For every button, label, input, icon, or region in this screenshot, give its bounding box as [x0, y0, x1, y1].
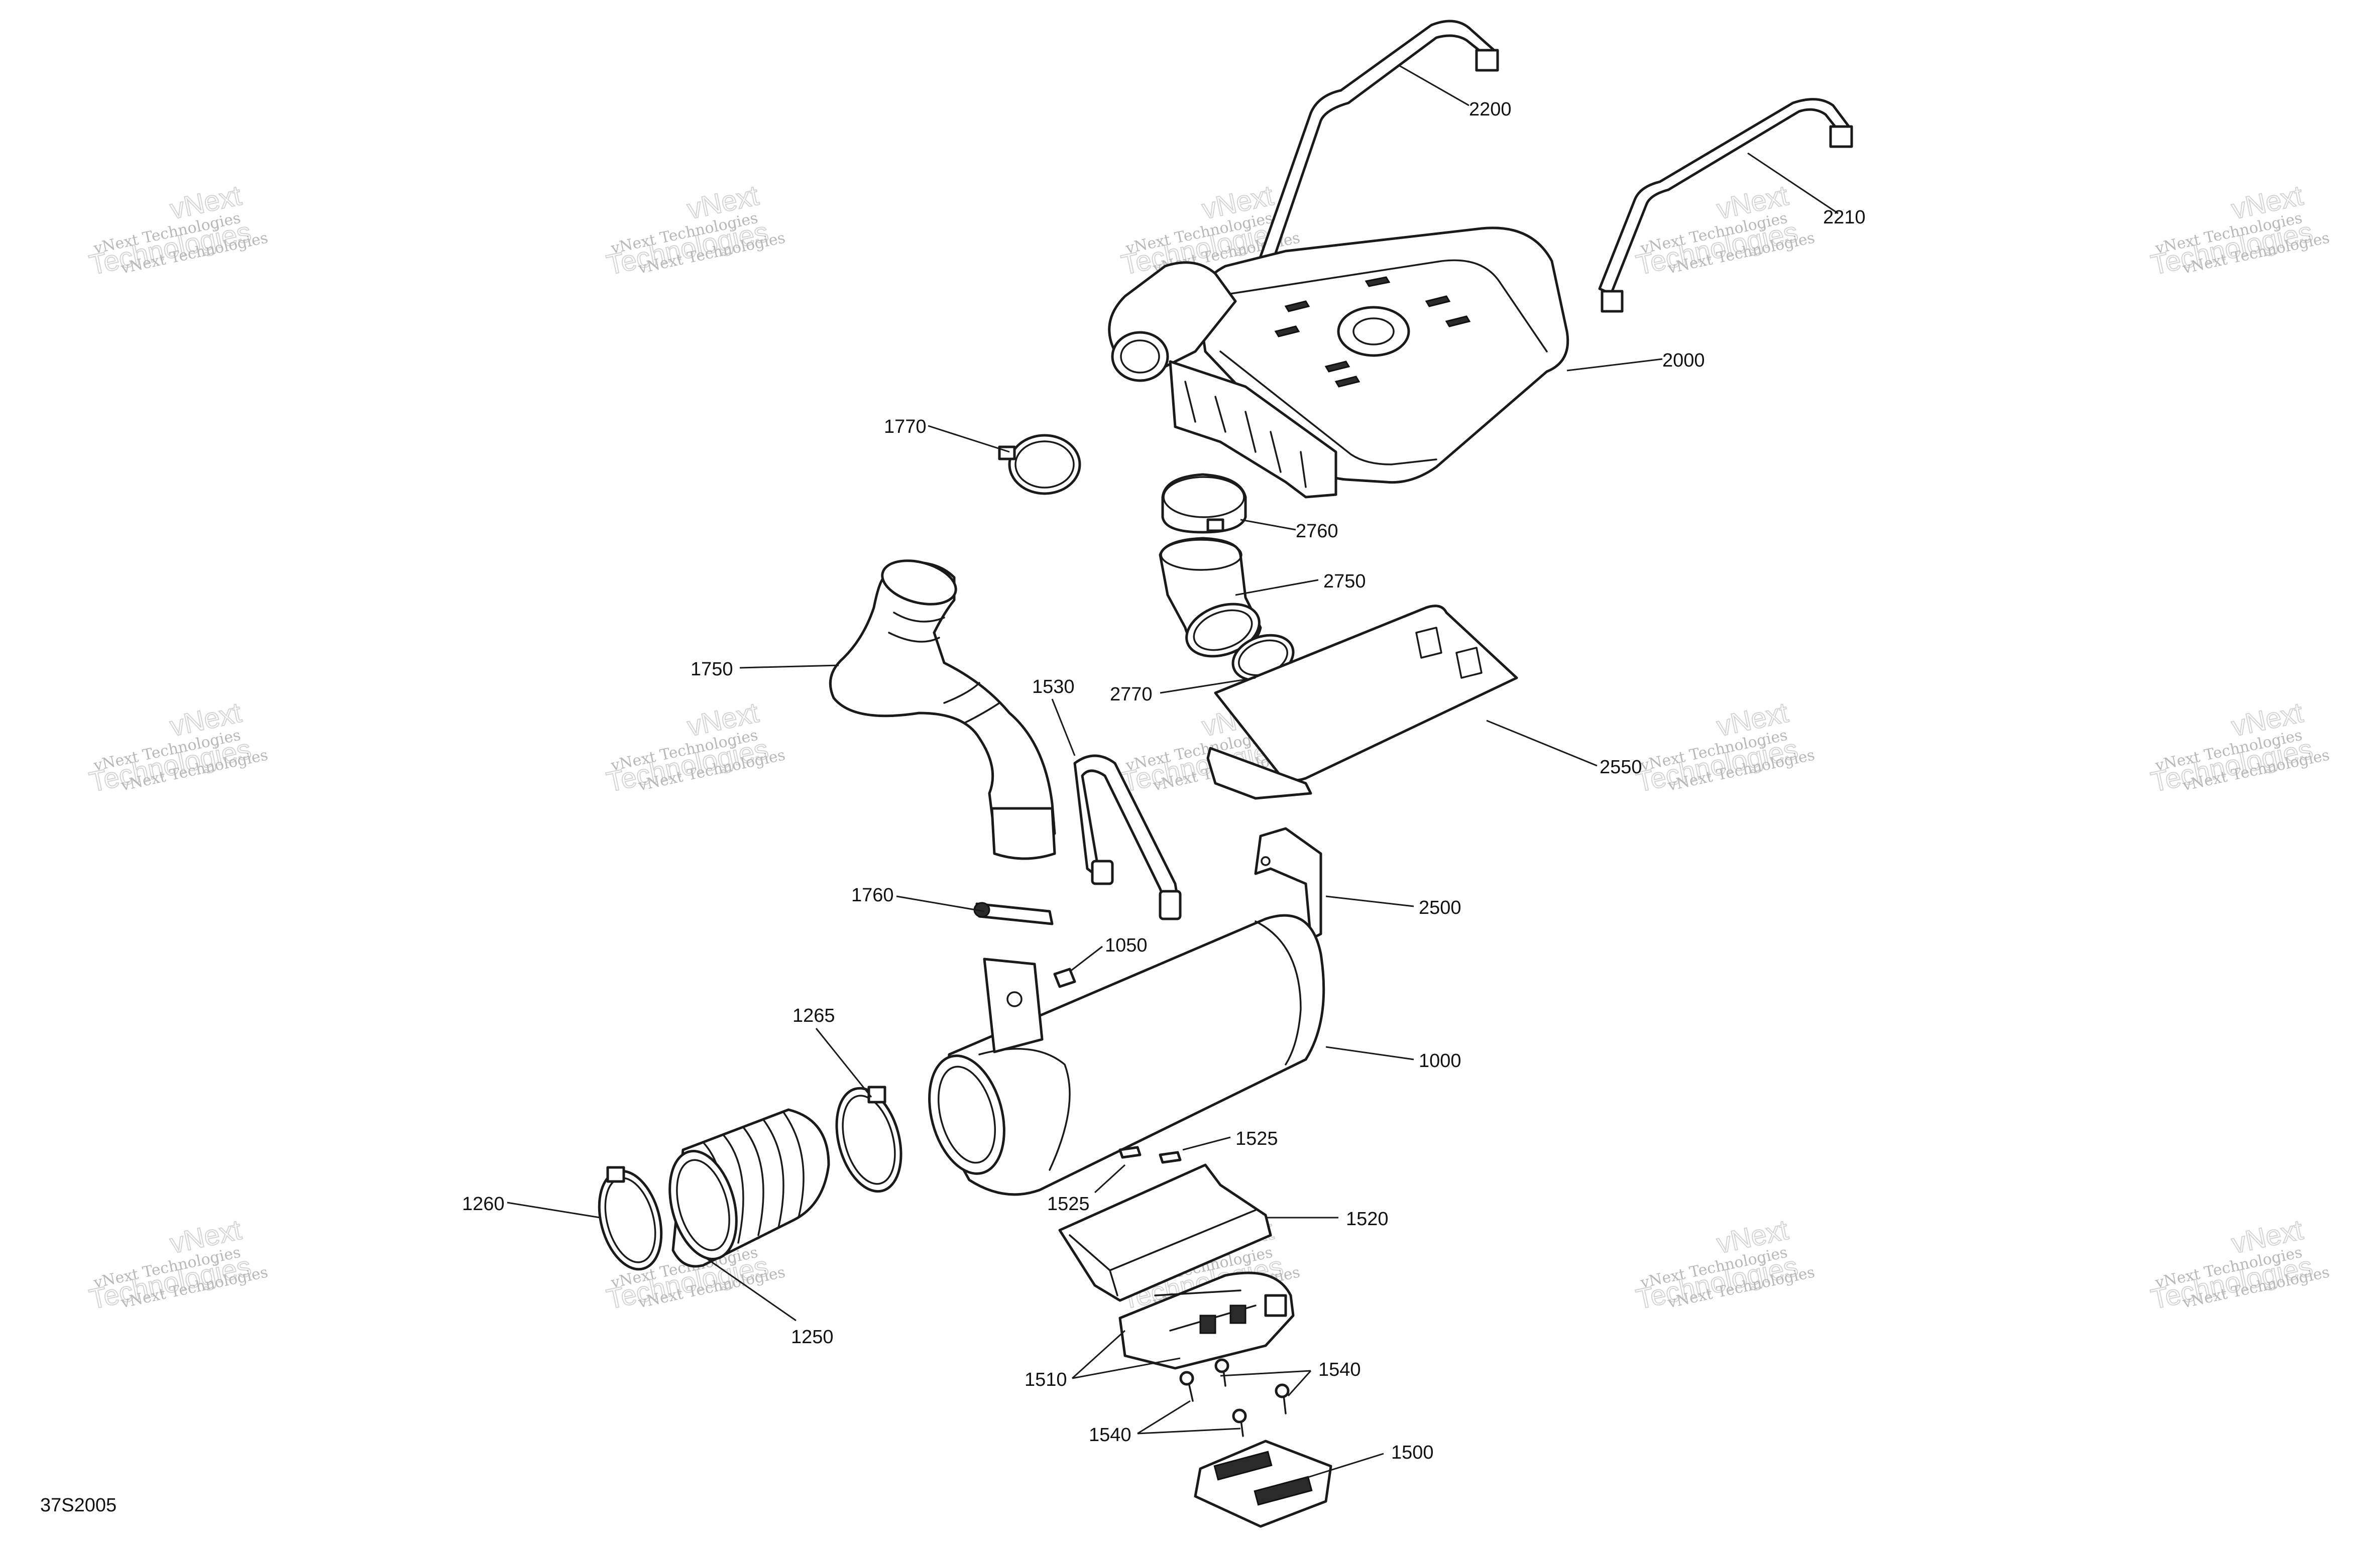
- callout-1250: 1250: [791, 1327, 834, 1348]
- callout-2550: 2550: [1600, 757, 1642, 778]
- part-2760-clamp: [1161, 473, 1247, 534]
- callout-1000: 1000: [1419, 1050, 1461, 1072]
- callout-2760: 2760: [1296, 521, 1338, 542]
- part-2750-duct: [1159, 537, 1262, 658]
- callout-1530: 1530: [1032, 676, 1075, 697]
- callout-2750: 2750: [1323, 571, 1366, 592]
- part-1520-skid-plate: [1058, 1163, 1272, 1302]
- callout-2500: 2500: [1419, 897, 1461, 918]
- callout-1525-upper: 1525: [1235, 1128, 1278, 1149]
- callout-1770: 1770: [884, 416, 927, 437]
- leader-lines: [507, 64, 1839, 1480]
- callout-1540-left: 1540: [1089, 1425, 1131, 1446]
- part-1530-strap: [1073, 754, 1182, 920]
- part-1750-intake-tube: [829, 559, 1056, 860]
- callout-1540-right: 1540: [1318, 1359, 1361, 1380]
- callout-1050: 1050: [1105, 935, 1148, 956]
- diagram-reference-number: 37S2005: [40, 1495, 117, 1516]
- callout-2000: 2000: [1662, 350, 1705, 371]
- callout-1760: 1760: [851, 885, 894, 906]
- part-1500-grille: [1194, 1440, 1332, 1528]
- callout-2200: 2200: [1469, 99, 1512, 120]
- callout-1260: 1260: [462, 1194, 505, 1215]
- callout-1525-lower: 1525: [1047, 1194, 1090, 1215]
- part-1265-clamp: [835, 1086, 902, 1193]
- part-1510-bracket: [1118, 1271, 1295, 1370]
- part-2550-heat-shield: [1206, 605, 1518, 800]
- part-1525-fasteners: [1118, 1146, 1182, 1164]
- part-1760-fastener: [973, 902, 1054, 925]
- part-1000-muffler: [928, 914, 1325, 1196]
- part-2000-airbox: [1108, 226, 1569, 499]
- part-1540-screws: [1179, 1358, 1290, 1437]
- part-1260-clamp: [598, 1166, 663, 1271]
- callout-1510: 1510: [1025, 1369, 1067, 1390]
- callout-1520: 1520: [1346, 1209, 1389, 1230]
- callout-1750: 1750: [691, 659, 733, 680]
- callout-2770: 2770: [1110, 684, 1153, 705]
- callout-1500: 1500: [1391, 1442, 1434, 1463]
- callout-1265: 1265: [792, 1005, 835, 1026]
- part-2210-strap: [1598, 98, 1853, 313]
- part-1250-bellows: [668, 1108, 830, 1268]
- callout-labels: 2200 2210 2000 1770 2760 2750 2770 1750 …: [462, 99, 1866, 1463]
- callout-2210: 2210: [1823, 207, 1866, 228]
- part-1770-clamp: [998, 434, 1081, 495]
